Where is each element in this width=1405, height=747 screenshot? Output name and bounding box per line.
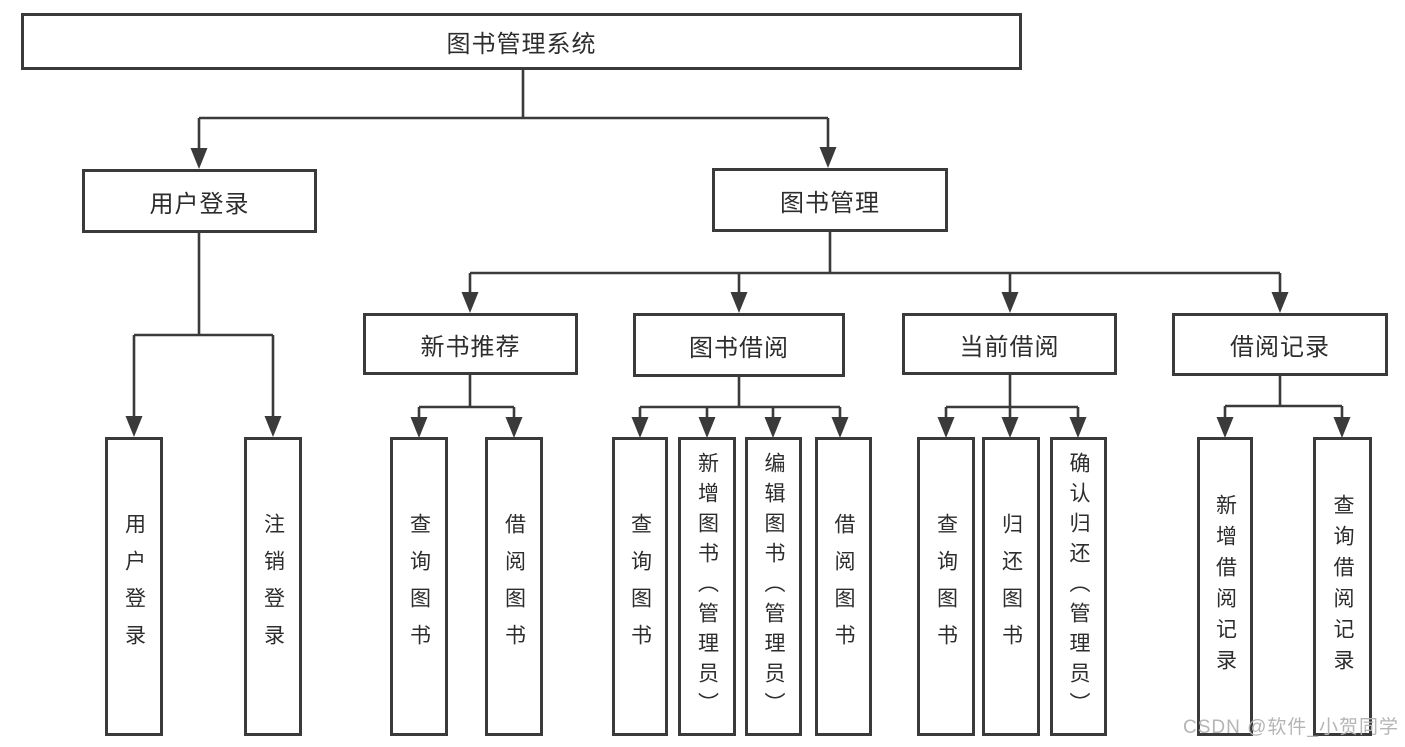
node-root: 图书管理系统 <box>21 13 1022 70</box>
leaf-records-query: 查询借阅记录 <box>1313 437 1372 736</box>
node-borrow-records-label: 借阅记录 <box>1230 334 1330 361</box>
leaf-current-query: 查询图书 <box>917 437 975 736</box>
node-book-management: 图书管理 <box>712 168 948 232</box>
node-book-management-label: 图书管理 <box>780 189 880 217</box>
leaf-borrowing-edit-admin-label: 编辑图书（管理员） <box>762 451 785 722</box>
leaf-current-query-label: 查询图书 <box>934 512 958 661</box>
connector-records-to-leaves <box>1216 376 1351 438</box>
leaf-records-add: 新增借阅记录 <box>1197 437 1253 736</box>
node-root-label: 图书管理系统 <box>446 31 597 58</box>
node-new-book-recommend-label: 新书推荐 <box>420 333 521 361</box>
connector-bookmgmt-to-level3 <box>461 232 1289 313</box>
leaf-newbooks-borrow-label: 借阅图书 <box>502 512 526 661</box>
node-book-borrow: 图书借阅 <box>633 313 845 377</box>
connector-newbooks-to-leaves <box>410 375 523 438</box>
node-book-borrow-label: 图书借阅 <box>689 334 789 362</box>
leaf-current-confirm-admin: 确认归还（管理员） <box>1050 437 1107 736</box>
leaf-current-confirm-admin-label: 确认归还（管理员） <box>1067 451 1090 722</box>
leaf-newbooks-borrow: 借阅图书 <box>485 437 543 736</box>
leaf-borrowing-borrow: 借阅图书 <box>815 437 872 736</box>
leaf-records-add-label: 新增借阅记录 <box>1213 493 1237 680</box>
leaf-current-return-label: 归还图书 <box>999 512 1023 661</box>
node-user-login-label: 用户登录 <box>149 190 250 218</box>
node-borrow-records: 借阅记录 <box>1172 313 1388 376</box>
connector-userlogin-to-leaves <box>125 233 282 437</box>
leaf-records-query-label: 查询借阅记录 <box>1331 493 1354 680</box>
node-current-borrow-label: 当前借阅 <box>959 333 1060 361</box>
leaf-newbooks-query: 查询图书 <box>390 437 448 736</box>
leaf-borrowing-add-admin: 新增图书（管理员） <box>678 437 736 736</box>
node-current-borrow: 当前借阅 <box>902 313 1117 375</box>
leaf-current-return: 归还图书 <box>982 437 1040 736</box>
connector-borrowing-to-leaves <box>631 377 849 438</box>
leaf-logout-label: 注销登录 <box>261 512 285 661</box>
node-new-book-recommend: 新书推荐 <box>363 313 578 375</box>
leaf-user-login-label: 用户登录 <box>122 512 146 661</box>
leaf-borrowing-borrow-label: 借阅图书 <box>832 512 855 661</box>
connector-current-to-leaves <box>937 375 1087 438</box>
leaf-user-login: 用户登录 <box>105 437 163 736</box>
leaf-borrowing-query-label: 查询图书 <box>628 512 652 661</box>
csdn-watermark: CSDN @软件_小贺同学 <box>1183 717 1399 738</box>
leaf-borrowing-add-admin-label: 新增图书（管理员） <box>695 451 719 722</box>
connector-root-to-level2 <box>190 70 837 169</box>
node-user-login: 用户登录 <box>82 169 317 233</box>
leaf-newbooks-query-label: 查询图书 <box>407 512 431 661</box>
leaf-logout: 注销登录 <box>244 437 302 736</box>
leaf-borrowing-edit-admin: 编辑图书（管理员） <box>745 437 802 736</box>
leaf-borrowing-query: 查询图书 <box>612 437 668 736</box>
